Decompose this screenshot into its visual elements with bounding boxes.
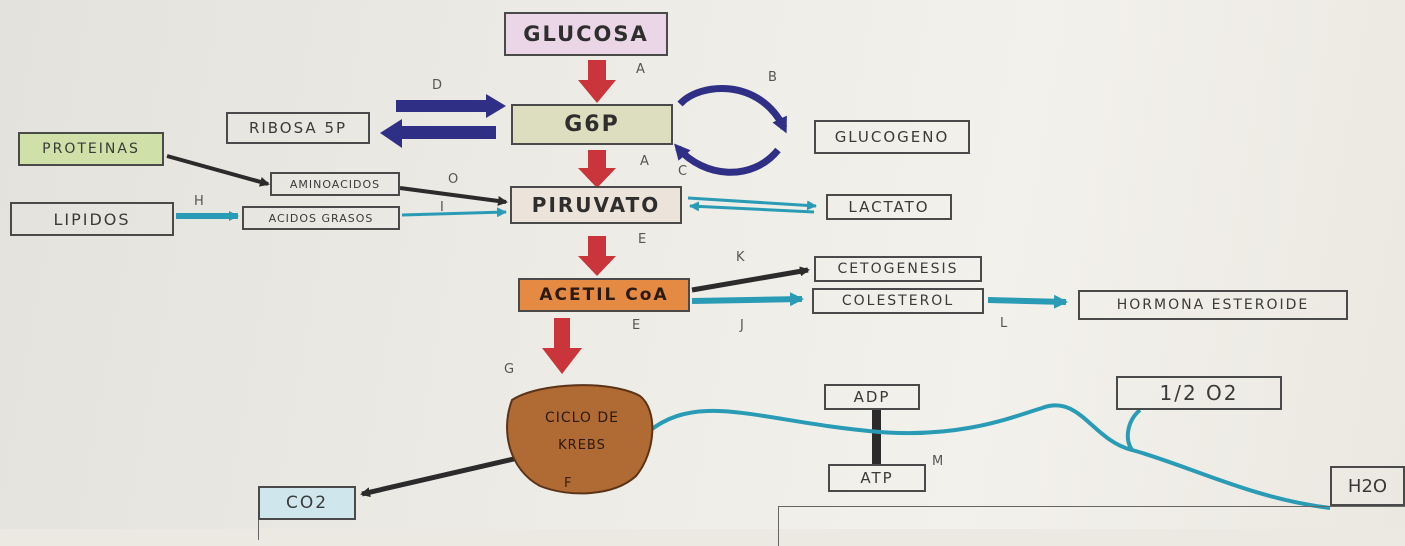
node-g6p: G6P bbox=[511, 104, 673, 145]
label-d: D bbox=[432, 78, 443, 93]
arrow-colesterol-hormona bbox=[987, 294, 1068, 309]
label-b: B bbox=[768, 70, 777, 85]
node-lactato: LACTATO bbox=[826, 194, 952, 220]
krebs-cycle-shape bbox=[506, 384, 654, 495]
label-l: L bbox=[1000, 316, 1008, 331]
label-m: M bbox=[932, 454, 944, 469]
label-a2: A bbox=[640, 154, 649, 169]
arrow-aminoacidos-piruvato bbox=[399, 186, 508, 206]
label-k: K bbox=[736, 250, 745, 265]
node-co2: CO2 bbox=[258, 486, 356, 520]
label-e2: E bbox=[632, 318, 641, 333]
arrow-glucogeno-to-g6p bbox=[674, 143, 781, 176]
node-cetogenesis: CETOGENESIS bbox=[814, 256, 982, 282]
node-krebs-line2: KREBS bbox=[558, 438, 606, 453]
arrow-g6p-to-ribosa bbox=[380, 119, 496, 148]
node-acetil-coa: ACETIL CoA bbox=[518, 278, 690, 312]
node-h2o: H2O bbox=[1330, 466, 1405, 506]
arrow-ribosa-to-g6p bbox=[396, 94, 506, 118]
arrow-acetil-cetogenesis bbox=[691, 266, 810, 293]
label-a1: A bbox=[636, 62, 645, 77]
arrow-acetil-colesterol bbox=[691, 292, 804, 307]
node-glucosa: GLUCOSA bbox=[504, 12, 668, 56]
node-acidos-grasos: ACIDOS GRASOS bbox=[242, 206, 400, 230]
arrow-piruvato-lactato bbox=[687, 196, 817, 214]
node-adp: ADP bbox=[824, 384, 920, 410]
connectors-layer bbox=[166, 60, 1331, 510]
node-atp: ATP bbox=[828, 464, 926, 492]
node-piruvato: PIRUVATO bbox=[510, 186, 682, 224]
node-half-o2: 1/2 O2 bbox=[1116, 376, 1282, 410]
arrow-krebs-co2 bbox=[360, 455, 519, 498]
label-c: C bbox=[678, 164, 688, 179]
node-glucogeno: GLUCOGENO bbox=[814, 120, 970, 154]
oxygen-branch-line bbox=[1125, 408, 1142, 452]
node-proteinas: PROTEINAS bbox=[18, 132, 164, 166]
arrow-proteinas-aminoacidos bbox=[166, 154, 270, 187]
label-i: I bbox=[440, 200, 444, 215]
label-f: F bbox=[564, 476, 572, 491]
arrow-acetil-krebs bbox=[542, 318, 582, 374]
label-j: J bbox=[740, 318, 744, 333]
label-h: H bbox=[194, 194, 204, 209]
node-aminoacidos: AMINOACIDOS bbox=[270, 172, 400, 196]
electron-transport-line bbox=[646, 403, 1331, 510]
label-o: O bbox=[448, 172, 459, 187]
adp-atp-link bbox=[872, 408, 881, 464]
node-hormona-esteroide: HORMONA ESTEROIDE bbox=[1078, 290, 1348, 320]
bottom-page-sheet bbox=[778, 506, 1405, 546]
node-colesterol: COLESTEROL bbox=[812, 288, 984, 314]
arrow-piruvato-acetil bbox=[578, 236, 616, 276]
node-lipidos: LIPIDOS bbox=[10, 202, 174, 236]
arrow-acidos-piruvato bbox=[401, 207, 507, 218]
node-krebs-line1: CICLO DE bbox=[544, 410, 620, 426]
left-page-edge bbox=[258, 520, 259, 540]
label-g: G bbox=[504, 362, 515, 377]
label-e1: E bbox=[638, 232, 647, 247]
arrow-g6p-to-glucogeno bbox=[677, 85, 788, 134]
node-ribosa: RIBOSA 5P bbox=[226, 112, 370, 144]
arrow-g6p-piruvato bbox=[578, 150, 616, 188]
arrow-glucosa-g6p bbox=[578, 60, 616, 103]
